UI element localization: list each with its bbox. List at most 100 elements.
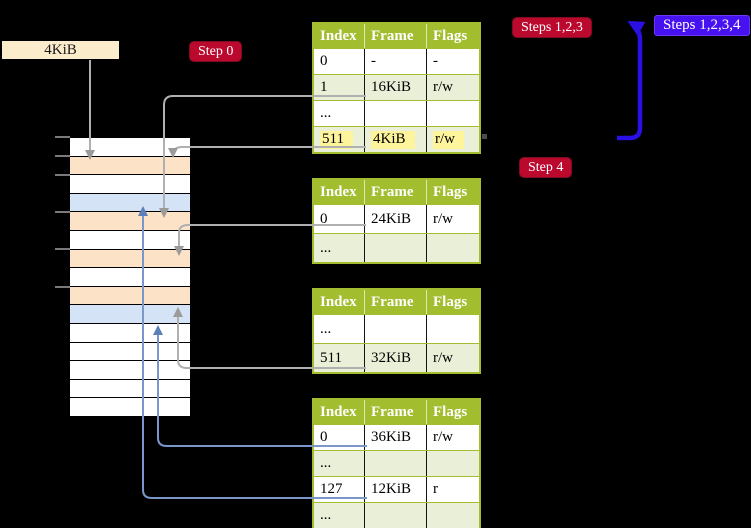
table-row: ...	[314, 100, 479, 126]
cell-value: -	[371, 53, 376, 69]
column-header-frame: Frame	[365, 400, 427, 424]
table-cell	[427, 451, 479, 476]
memory-row-white	[70, 138, 190, 157]
cell-value: 127	[320, 481, 343, 497]
cell-value: 0	[320, 429, 328, 445]
memory-row-peach	[70, 286, 190, 306]
table-cell	[427, 101, 479, 126]
highlighted-value: r/w	[433, 130, 464, 149]
table-cell: r/w	[427, 205, 479, 233]
table-cell: 12KiB	[365, 477, 427, 502]
memory-row-peach	[70, 212, 190, 231]
cell-value: 16KiB	[371, 79, 412, 95]
address-tick	[55, 155, 70, 157]
table-cell: r	[427, 477, 479, 502]
cell-value: 1	[320, 79, 328, 95]
column-header-frame: Frame	[365, 180, 427, 204]
table-cell: 127	[314, 477, 365, 502]
table-cell: 4KiB	[365, 127, 427, 152]
memory-row-white	[70, 230, 190, 250]
cell-value: ...	[320, 455, 332, 471]
table-row: 127 12KiB r	[314, 476, 479, 502]
table-cell: 1	[314, 75, 365, 100]
cell-value: 0	[320, 53, 328, 69]
table-cell	[365, 315, 427, 343]
cell-value: ...	[320, 320, 332, 337]
table-cell	[365, 234, 427, 262]
table-cell: r/w	[427, 75, 479, 100]
cell-value: 12KiB	[371, 481, 412, 497]
table-row: 0 36KiB r/w	[314, 424, 479, 450]
column-header-frame: Frame	[365, 290, 427, 314]
column-header-flags: Flags	[433, 404, 468, 420]
memory-row-peach	[70, 156, 190, 176]
memory-row-peach	[70, 249, 190, 269]
table-cell: r/w	[427, 425, 479, 450]
table-cell	[427, 315, 479, 343]
column-header-index: Index	[314, 24, 365, 48]
cell-value: ...	[320, 105, 332, 121]
table-cell: r/w	[427, 127, 479, 152]
frame-size-box: 4KiB	[2, 41, 119, 59]
table-row: ...	[314, 233, 479, 262]
address-tick	[55, 174, 70, 176]
cell-value: 32KiB	[371, 349, 412, 366]
cell-value: 511	[320, 349, 342, 366]
column-header-index: Index	[314, 290, 365, 314]
memory-row-white	[70, 379, 190, 399]
address-tick	[55, 136, 70, 138]
steps1234-badge: Steps 1,2,3,4	[654, 15, 750, 36]
highlighted-value: 4KiB	[371, 130, 415, 149]
steps123-badge: Steps 1,2,3	[512, 17, 592, 38]
table-cell: 24KiB	[365, 205, 427, 233]
column-header-index: Index	[314, 400, 365, 424]
cell-value: r/w	[433, 79, 453, 95]
cell-value: r	[433, 481, 438, 497]
column-header-frame: Frame	[365, 24, 427, 48]
column-header-flags: Flags	[433, 184, 468, 200]
cell-value: 36KiB	[371, 429, 412, 445]
memory-row-blue	[70, 305, 190, 324]
table-cell	[365, 451, 427, 476]
table-row: 0 - -	[314, 48, 479, 74]
table-row: ...	[314, 314, 479, 343]
table-cell: ...	[314, 451, 365, 476]
cell-value: r/w	[433, 429, 453, 445]
table-cell: ...	[314, 234, 365, 262]
table-cell: 32KiB	[365, 344, 427, 372]
highlighted-value: 511	[320, 130, 353, 149]
memory-row-blue	[70, 193, 190, 213]
cell-value: ...	[320, 239, 332, 256]
memory-row-white	[70, 342, 190, 362]
table-cell	[365, 503, 427, 528]
table-cell	[427, 234, 479, 262]
line-stub	[482, 134, 487, 139]
table-cell: 36KiB	[365, 425, 427, 450]
cell-value: r/w	[433, 210, 453, 227]
table-cell: 511	[314, 344, 365, 372]
memory-row-white	[70, 398, 190, 417]
cell-value: 24KiB	[371, 210, 412, 227]
table-row: ...	[314, 450, 479, 476]
column-header-flags: Flags	[433, 28, 468, 44]
table-cell: 0	[314, 49, 365, 74]
table-cell: 16KiB	[365, 75, 427, 100]
table-row: ...	[314, 502, 479, 528]
table-cell: ...	[314, 101, 365, 126]
memory-row-white	[70, 268, 190, 287]
cell-value: -	[433, 53, 438, 69]
memory-row-white	[70, 361, 190, 380]
table-cell: ...	[314, 503, 365, 528]
address-tick	[55, 248, 70, 250]
table-cell	[365, 101, 427, 126]
